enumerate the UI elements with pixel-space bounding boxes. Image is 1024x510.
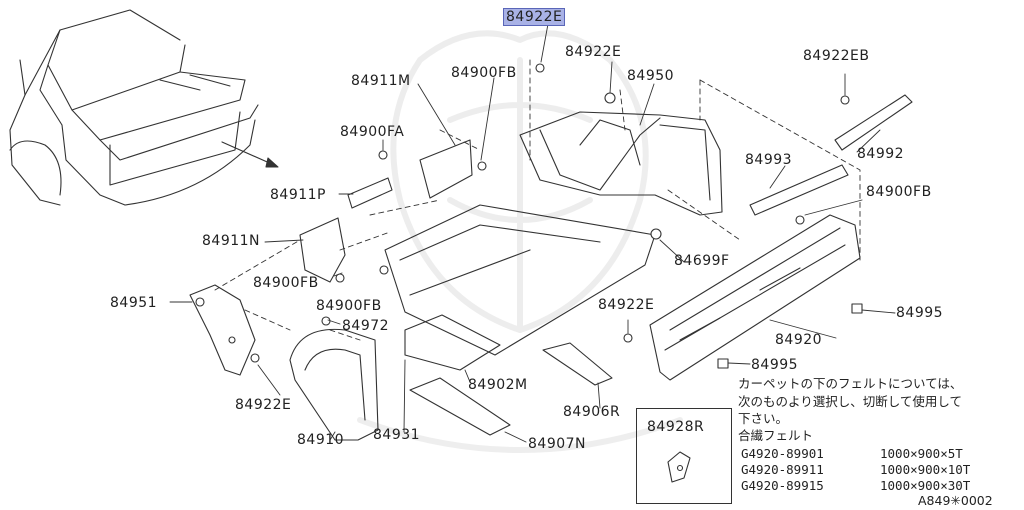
felt-size-1: 1000×900×5T bbox=[880, 446, 963, 461]
watermark-emblem bbox=[357, 30, 683, 453]
panel-84911N-shape bbox=[299, 217, 346, 283]
bracket-84951-shape bbox=[189, 284, 256, 376]
part-label-84906R[interactable]: 84906R bbox=[563, 404, 621, 420]
part-label-84911P[interactable]: 84911P bbox=[270, 187, 326, 203]
felt-code-3: G4920-89915 bbox=[741, 478, 824, 493]
part-label-84995[interactable]: 84995 bbox=[751, 357, 799, 373]
part-label-84922EB[interactable]: 84922EB bbox=[803, 48, 870, 64]
part-label-84995[interactable]: 84995 bbox=[896, 305, 944, 321]
leader-lines bbox=[169, 23, 896, 443]
part-label-84902M[interactable]: 84902M bbox=[468, 377, 528, 393]
part-label-84993[interactable]: 84993 bbox=[745, 152, 793, 168]
part-label-84900FB[interactable]: 84900FB bbox=[316, 298, 382, 314]
trunk-box-84950-shape bbox=[519, 111, 723, 216]
panel-84911P-shape bbox=[347, 177, 393, 209]
note-line-4: 合繊フェルト bbox=[738, 428, 814, 443]
wheel-trim-84910-shape bbox=[289, 328, 379, 441]
part-label-84922E[interactable]: 84922E bbox=[598, 297, 655, 313]
part-label-84920[interactable]: 84920 bbox=[775, 332, 823, 348]
note-line-1: カーペットの下のフェルトについては、 bbox=[738, 376, 963, 391]
rail-84992-shape bbox=[834, 94, 913, 151]
part-label-84951[interactable]: 84951 bbox=[110, 295, 158, 311]
felt-code-1: G4920-89901 bbox=[741, 446, 824, 461]
part-label-84928R[interactable]: 84928R bbox=[647, 419, 705, 435]
carpet-84902M-shape bbox=[384, 204, 656, 356]
note-line-3: 下さい。 bbox=[738, 411, 789, 426]
clips bbox=[250, 63, 863, 369]
rail-84993-shape bbox=[749, 164, 849, 216]
car-rear-illustration bbox=[9, 9, 259, 206]
part-label-84907N[interactable]: 84907N bbox=[528, 436, 587, 452]
part-label-84972[interactable]: 84972 bbox=[342, 318, 390, 334]
felt-size-2: 1000×900×10T bbox=[880, 462, 971, 477]
part-label-84931[interactable]: 84931 bbox=[373, 427, 421, 443]
felt-code-2: G4920-89911 bbox=[741, 462, 824, 477]
part-label-84900FB[interactable]: 84900FB bbox=[451, 65, 517, 81]
inset-bracket-84928R-shape bbox=[667, 451, 691, 483]
panel-84911M-shape bbox=[419, 139, 473, 199]
side-panel-84920-shape bbox=[649, 214, 861, 381]
figure-id: A849✳0002 bbox=[918, 493, 993, 508]
part-label-84922E[interactable]: 84922E bbox=[235, 397, 292, 413]
direction-arrow bbox=[221, 141, 279, 168]
part-label-84992[interactable]: 84992 bbox=[857, 146, 905, 162]
dashed-assembly-lines bbox=[214, 59, 861, 341]
part-label-84699F[interactable]: 84699F bbox=[674, 253, 730, 269]
part-label-84900FB[interactable]: 84900FB bbox=[866, 184, 932, 200]
part-label-84900FB[interactable]: 84900FB bbox=[253, 275, 319, 291]
part-label-84900FA[interactable]: 84900FA bbox=[340, 124, 405, 140]
panel-84906R-shape bbox=[542, 342, 613, 386]
part-label-84911M[interactable]: 84911M bbox=[351, 73, 411, 89]
part-label-84950[interactable]: 84950 bbox=[627, 68, 675, 84]
part-label-84922E-highlighted[interactable]: 84922E bbox=[503, 8, 566, 26]
felt-size-3: 1000×900×30T bbox=[880, 478, 971, 493]
note-line-2: 次のものより選択し、切断して使用して bbox=[738, 394, 963, 409]
panel-84907N-shape bbox=[409, 377, 511, 436]
panel-84931-shape bbox=[404, 314, 501, 371]
inset-box-84928R bbox=[636, 408, 732, 504]
part-label-84911N[interactable]: 84911N bbox=[202, 233, 261, 249]
part-label-84922E[interactable]: 84922E bbox=[565, 44, 622, 60]
part-label-84910[interactable]: 84910 bbox=[297, 432, 345, 448]
